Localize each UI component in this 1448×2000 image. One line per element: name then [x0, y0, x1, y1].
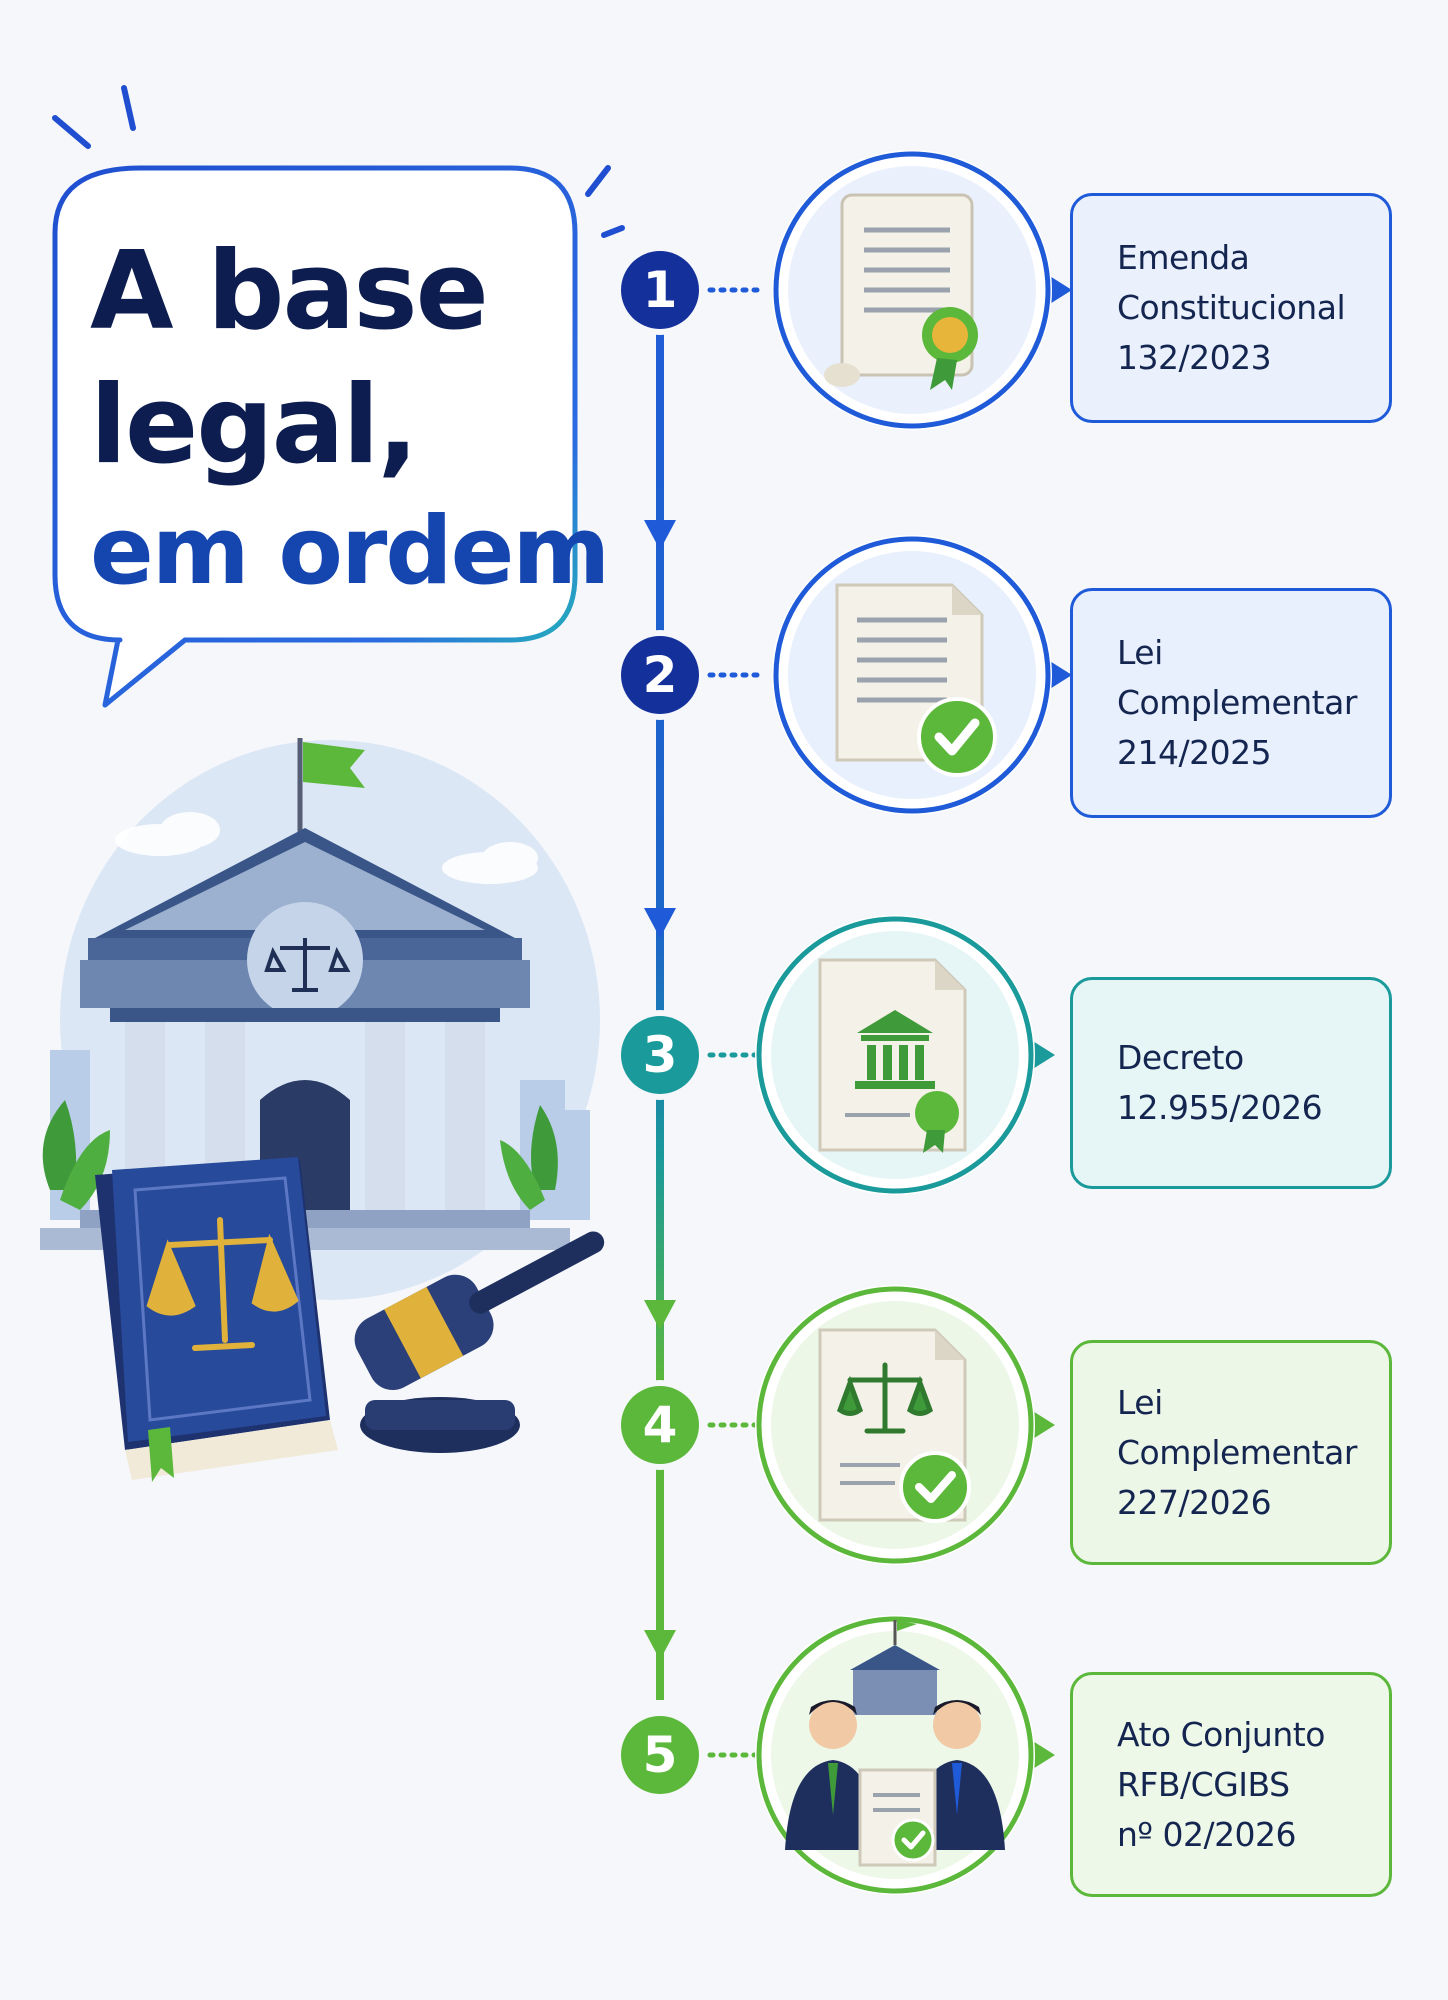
- step-number-badge: 1: [621, 251, 699, 329]
- timeline-arrows: [644, 520, 676, 1660]
- gavel-icon: [354, 1231, 605, 1453]
- step-label-line: 214/2025: [1117, 733, 1272, 772]
- scroll-with-seal-icon: [772, 150, 1072, 430]
- step-label-line: Ato Conjunto: [1117, 1714, 1325, 1754]
- title-line-1: A base: [90, 229, 489, 354]
- document-check-icon: [772, 535, 1072, 815]
- step-number-badge: 2: [621, 636, 699, 714]
- title-line-3: em ordem: [90, 497, 610, 606]
- step-label-line: Constitucional: [1117, 288, 1346, 327]
- step-label-box: Decreto 12.955/2026: [1070, 977, 1392, 1189]
- step-label-line: 132/2023: [1117, 338, 1272, 377]
- document-courthouse-icon: [755, 915, 1055, 1195]
- officials-agreement-icon: [755, 1615, 1055, 1895]
- step-number-badge: 5: [621, 1716, 699, 1794]
- step-label-line: 12.955/2026: [1117, 1088, 1323, 1127]
- step-label-line: Complementar: [1117, 683, 1357, 722]
- speech-bubble: [52, 85, 625, 708]
- step-label-line: Decreto: [1117, 1038, 1244, 1077]
- law-book-icon: [95, 1157, 338, 1482]
- document-scales-icon: [755, 1285, 1055, 1565]
- step-number-badge: 4: [621, 1386, 699, 1464]
- step-label-line: Lei: [1117, 1382, 1163, 1422]
- title-line-2: legal,: [90, 363, 419, 488]
- step-label-line: 227/2026: [1117, 1482, 1272, 1522]
- step-label-line: Lei: [1117, 633, 1163, 672]
- emphasis-lines: [52, 85, 625, 238]
- step-label-line: RFB/CGIBS: [1117, 1764, 1290, 1804]
- step-number-badge: 3: [621, 1016, 699, 1094]
- step-label-line: nº 02/2026: [1117, 1814, 1297, 1854]
- step-label-line: Emenda: [1117, 238, 1250, 277]
- step-label-line: Complementar: [1117, 1432, 1357, 1472]
- courthouse-illustration: [40, 738, 605, 1482]
